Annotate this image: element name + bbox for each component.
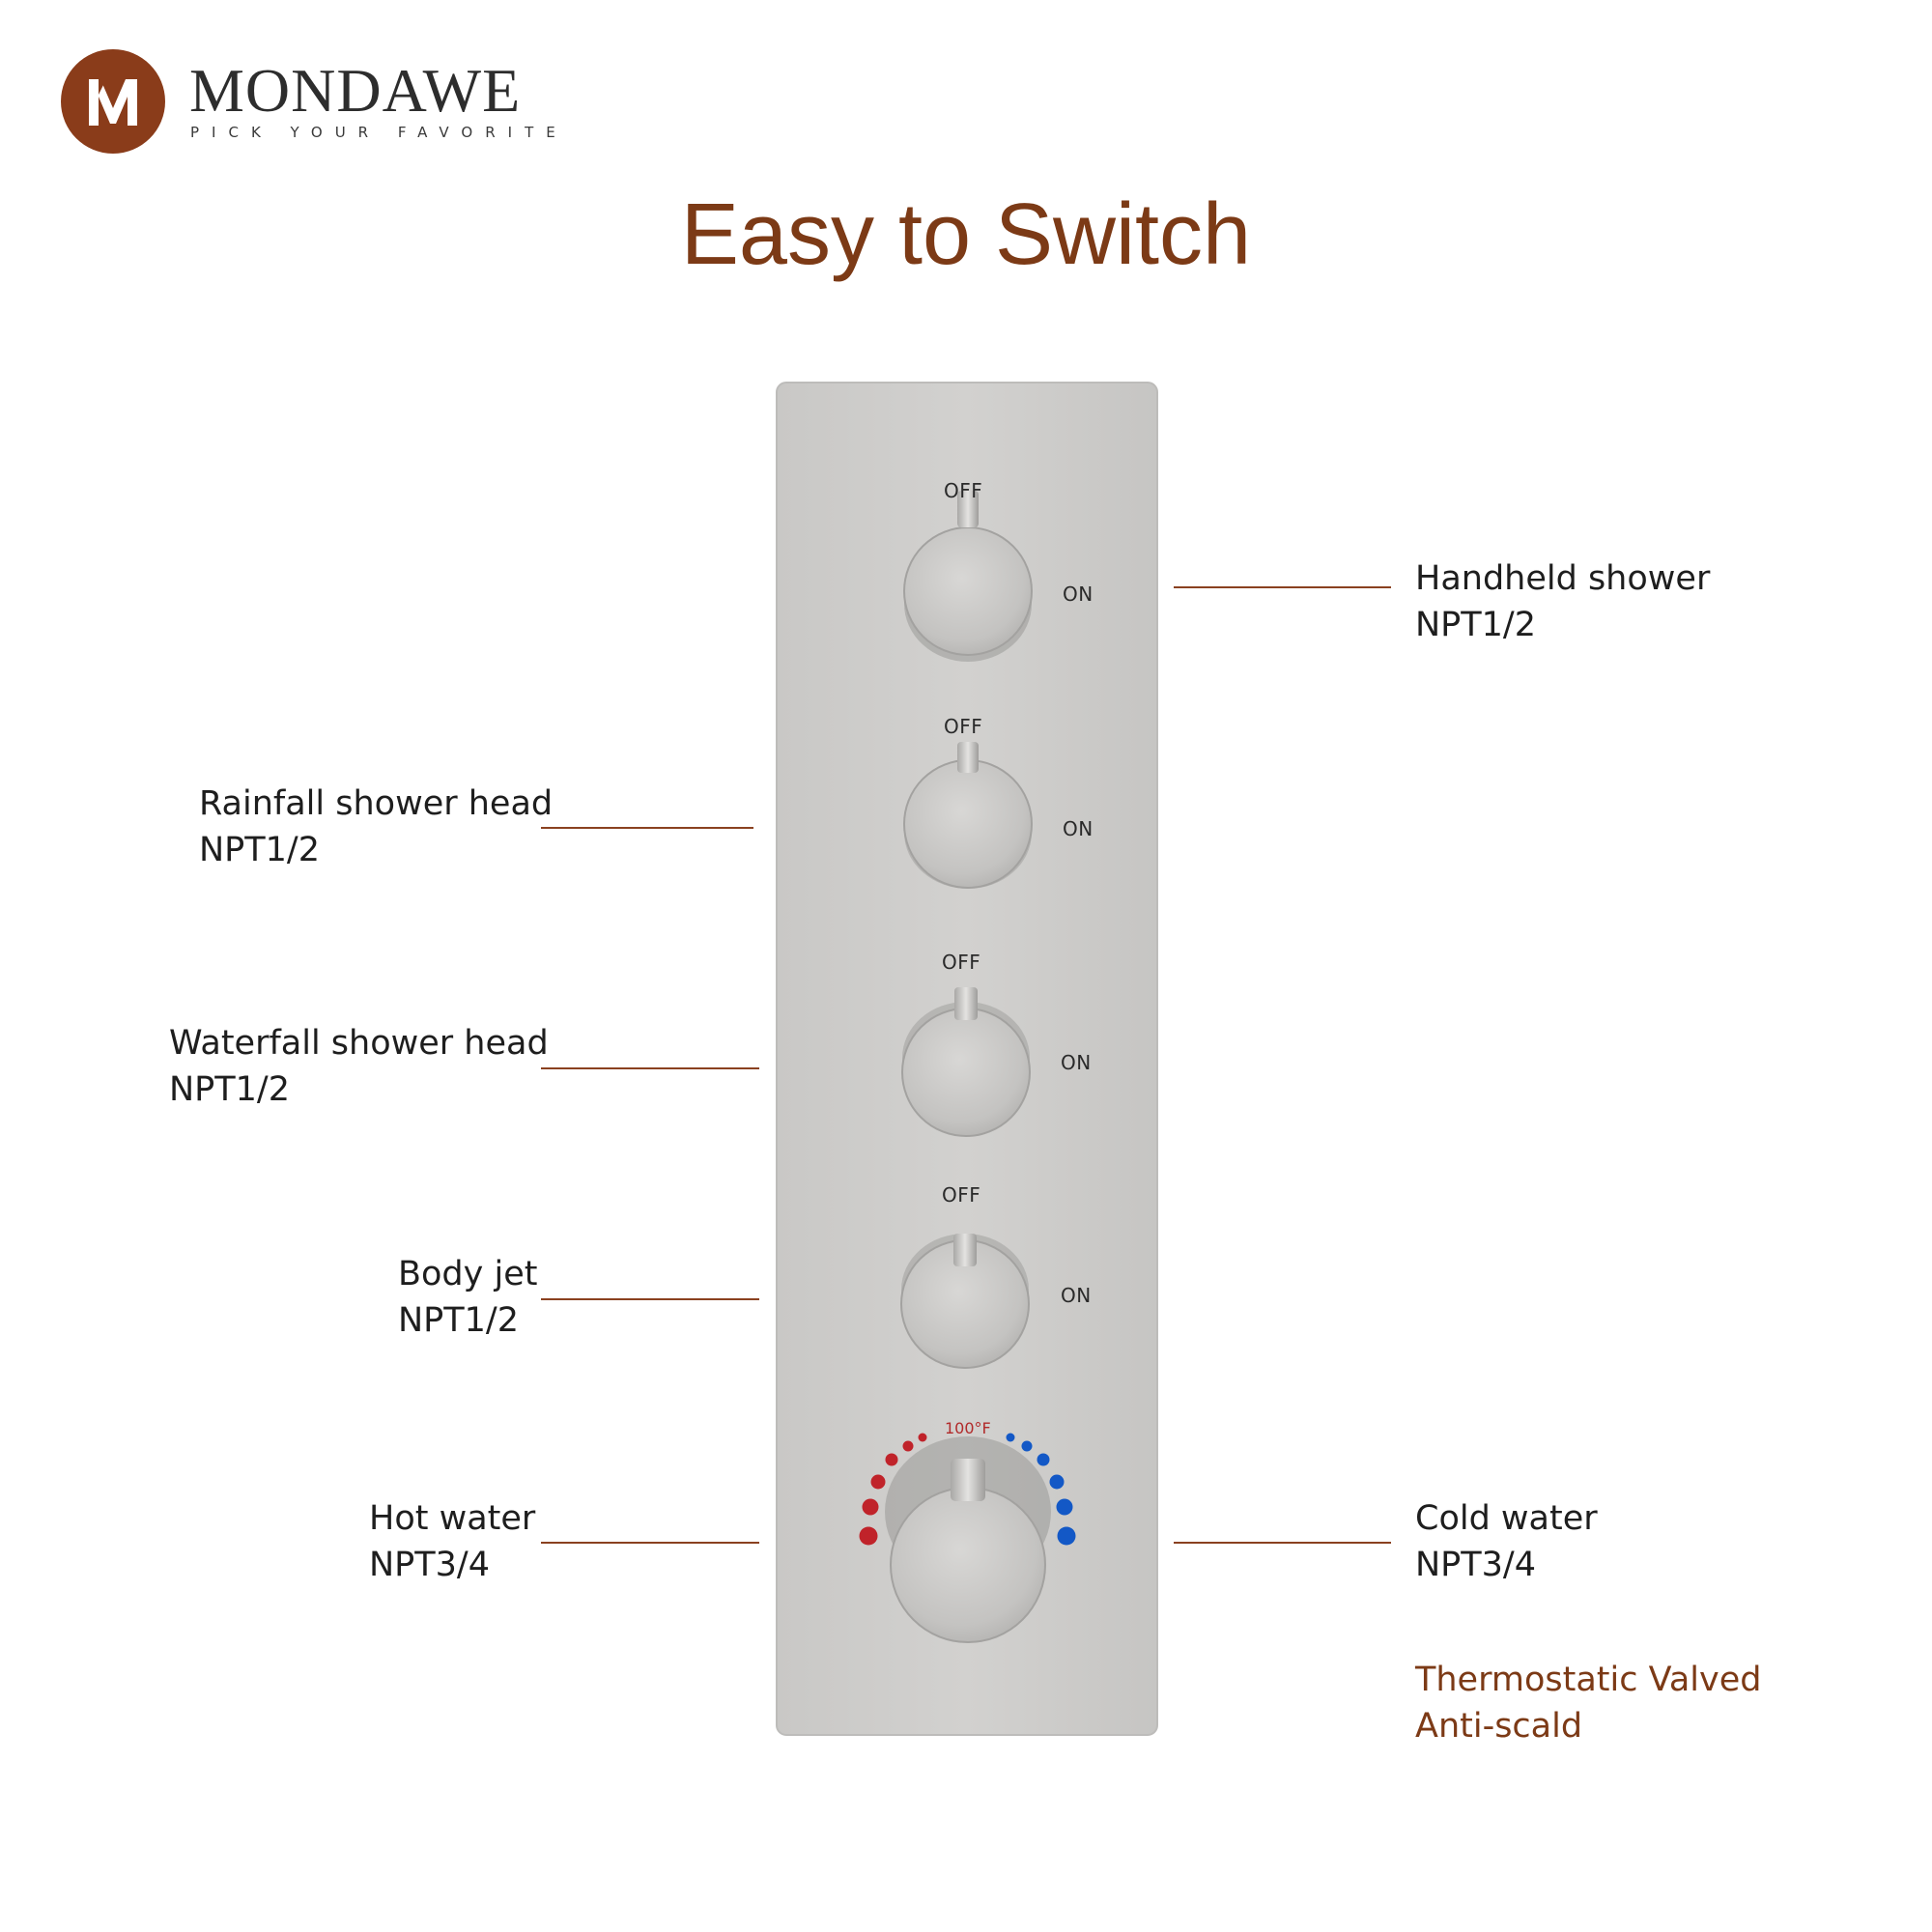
diverter-knob-handheld [903,491,1033,662]
feature-note-line-2: Anti-scald [1415,1707,1583,1746]
callout-line-waterfall [541,1067,759,1069]
outlet-name: Hot water [369,1499,536,1538]
outlet-spec: NPT3/4 [1415,1546,1536,1584]
diverter-knob-body-jet [900,1234,1030,1369]
feature-note-line-1: Thermostatic Valved [1415,1661,1762,1699]
knob-3-off-label: OFF [942,951,981,974]
outlet-name: Body jet [398,1255,538,1293]
callout-line-hot [541,1542,759,1544]
outlet-spec: NPT1/2 [199,831,320,869]
page-title: Easy to Switch [680,186,1252,283]
callout-line-cold [1174,1542,1391,1544]
knob-1-off-label: OFF [944,479,983,502]
outlet-name: Handheld shower [1415,559,1711,598]
knob-2-off-label: OFF [944,715,983,738]
outlet-name: Waterfall shower head [169,1024,549,1063]
brand-name: MONDAWE [189,56,522,125]
thermostat-temperature-label: 100°F [945,1419,991,1437]
label-waterfall-shower-head: Waterfall shower head NPT1/2 [169,1020,549,1113]
knob-4-off-label: OFF [942,1183,981,1207]
knob-2-on-label: ON [1063,817,1094,840]
outlet-spec: NPT1/2 [1415,606,1536,644]
thermostat-knob [885,1436,1051,1643]
outlet-spec: NPT1/2 [398,1301,519,1340]
outlet-spec: NPT1/2 [169,1070,290,1109]
callout-line-handheld [1174,586,1391,588]
label-body-jet: Body jet NPT1/2 [398,1251,537,1344]
label-cold-water: Cold water NPT3/4 [1415,1495,1598,1588]
knob-3-on-label: ON [1061,1051,1092,1074]
hot-scale-dots [859,1433,927,1546]
label-rainfall-shower-head: Rainfall shower head NPT1/2 [199,781,553,873]
label-handheld-shower: Handheld shower NPT1/2 [1415,555,1710,648]
brand-logo-icon [61,49,165,154]
callout-line-rainfall [541,827,753,829]
knob-4-on-label: ON [1061,1284,1092,1307]
outlet-spec: NPT3/4 [369,1546,490,1584]
diverter-knob-rainfall [903,742,1033,889]
knob-1-on-label: ON [1063,582,1094,606]
outlet-name: Rainfall shower head [199,784,554,823]
cold-scale-dots [1006,1433,1076,1546]
label-hot-water: Hot water NPT3/4 [369,1495,535,1588]
feature-note: Thermostatic Valved Anti-scald [1415,1657,1761,1749]
callout-line-body-jet [541,1298,759,1300]
brand-tagline: PICK YOUR FAVORITE [190,124,568,141]
diverter-knob-waterfall [901,987,1031,1137]
outlet-name: Cold water [1415,1499,1598,1538]
